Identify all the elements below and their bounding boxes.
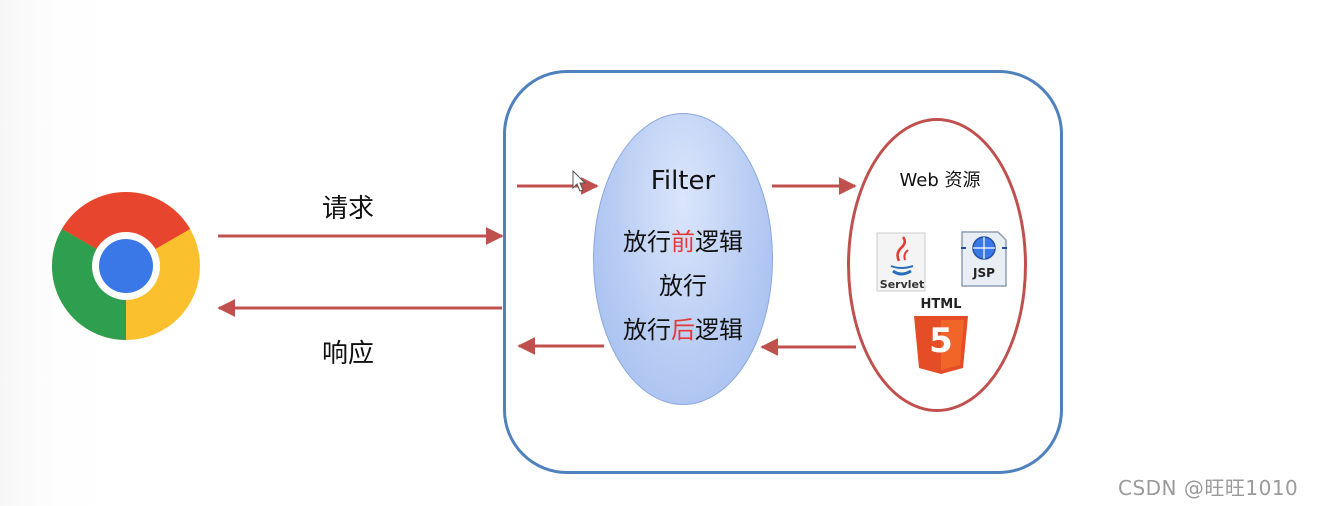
filter-after-logic: 放行后逻辑 [593,310,773,345]
filter-before-highlight: 前 [671,228,695,256]
watermark: CSDN @旺旺1010 [1118,476,1299,500]
web-resource-label: Web 资源 [899,170,981,191]
html5-icon [914,316,968,374]
response-label: 响应 [322,339,375,369]
request-label: 请求 [322,194,375,224]
filter-after-highlight: 后 [671,316,695,344]
filter-before-prefix: 放行 [623,228,671,256]
servlet-label: Servlet [879,278,925,291]
filter-before-logic: 放行前逻辑 [593,222,773,257]
java-servlet-icon [876,232,926,292]
jsp-icon [961,231,1007,287]
html-label: HTML [920,297,962,312]
filter-after-suffix: 逻辑 [695,316,743,344]
filter-after-prefix: 放行 [623,316,671,344]
filter-ellipse [593,113,773,405]
filter-pass: 放行 [659,272,707,300]
chrome-logo-icon [51,191,200,340]
filter-before-suffix: 逻辑 [695,228,743,256]
mouse-cursor-icon [572,169,587,192]
html5-digit: 5 [929,321,953,361]
server-container [503,70,1063,474]
filter-title: Filter [650,166,716,196]
jsp-label: JSP [973,266,995,280]
